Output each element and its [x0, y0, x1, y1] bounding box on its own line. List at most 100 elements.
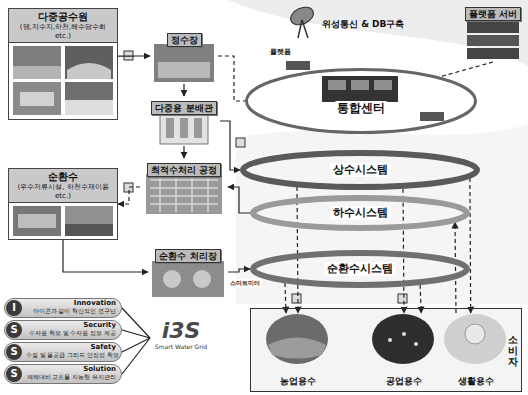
photo — [67, 63, 111, 79]
facility-box: 다중용 분배관 — [148, 96, 220, 146]
letter-circle: S — [6, 322, 22, 338]
photo — [13, 82, 61, 115]
connector — [122, 338, 150, 374]
consumer-photo: 생활용수 — [443, 313, 509, 387]
photo — [193, 270, 211, 288]
consumer-panel-ground — [250, 308, 522, 392]
ring-label: 하수시스템 — [330, 206, 391, 220]
ring-ellipse — [253, 253, 467, 285]
photo — [402, 332, 406, 336]
consumer-photos — [266, 314, 506, 364]
bar-text: Solution재해대비 고효율 지능형 유지관리 — [26, 365, 121, 381]
photo — [20, 92, 54, 106]
backdrop-swoosh — [228, 0, 528, 66]
dish — [288, 4, 317, 29]
system-ring: 통합센터 — [245, 68, 477, 134]
meter-icon — [236, 138, 245, 147]
pillar-bar: SSecurity수자원 확보 및 수자원 정보 제공 — [4, 320, 122, 340]
consumer-label: 농업용수 — [278, 376, 318, 387]
system-ring: 상수시스템 — [240, 150, 480, 190]
facility-box: 순환수 처리장 — [148, 244, 228, 300]
box-label: 플랫폼 서버 — [465, 7, 521, 21]
photo — [388, 338, 392, 342]
logo-mark: i3S — [150, 318, 212, 343]
meter-icon — [398, 294, 407, 303]
ring-ellipse — [247, 70, 476, 133]
header-strip: 다중공수원(댐,저수지,하천,해수담수화 etc.) — [9, 9, 117, 43]
source-examples: (우수저류시설, 하천수재이용 etc.) — [12, 183, 114, 200]
facility-box: 정수장 — [150, 28, 218, 84]
control-room — [322, 76, 398, 102]
photo — [374, 80, 392, 90]
bar-text: Innovation아이콘과 같이 혁신적인 연구단 — [26, 299, 121, 315]
photo — [414, 342, 418, 346]
connector — [228, 187, 250, 213]
connector — [183, 146, 184, 158]
connector — [218, 56, 245, 101]
source-box: 순환수(우수저류시설, 하천수재이용 etc.) — [8, 168, 118, 240]
connector — [469, 178, 471, 313]
connector — [118, 55, 150, 56]
photo — [158, 62, 210, 78]
annotation-label: 플랫폼 — [270, 47, 291, 57]
photo — [150, 176, 218, 212]
box-label: 정수장 — [167, 33, 202, 47]
meter-icon — [292, 294, 301, 303]
photo — [13, 66, 61, 79]
pillar-bar: SSafety수질 및 물공급 그리드 안정성 확보 — [4, 342, 122, 362]
server — [467, 22, 519, 33]
source-title: 다중공수원 — [12, 11, 114, 23]
pipe-drawing — [194, 118, 202, 138]
logo: i3SSmart Water Grid — [150, 318, 212, 358]
box-label: 다중용 분배관 — [151, 101, 216, 115]
system-ring: 하수시스템 — [250, 195, 470, 231]
connector — [403, 189, 404, 313]
bar-text: Security수자원 확보 및 수자원 정보 제공 — [26, 321, 121, 337]
consumer-panel: 소비자농업용수공업용수생활용수 — [250, 308, 522, 392]
pipe-drawing — [180, 118, 188, 138]
letter-circle: I — [6, 300, 22, 316]
ring-label: 순환수시스템 — [324, 262, 396, 276]
pipe-drawing — [160, 112, 208, 144]
connector — [63, 240, 148, 272]
bar-description: 재해대비 고효율 지능형 유지관리 — [26, 373, 116, 381]
meter-icon — [124, 51, 133, 60]
connector — [297, 187, 298, 313]
photo — [372, 314, 434, 364]
bar-description: 아이콘과 같이 혁신적인 연구단 — [26, 307, 116, 315]
server — [420, 112, 444, 121]
satellite-dish — [288, 4, 317, 38]
dish — [298, 20, 308, 38]
annotation-label: 위성통신 & DB구축 — [322, 18, 404, 31]
ring-label: 상수시스템 — [330, 163, 391, 177]
photo — [13, 206, 61, 236]
plant-photos — [146, 44, 224, 297]
facility-box: 플랫폼 서버 — [462, 2, 524, 62]
connector — [122, 330, 150, 338]
annotation-label: 스마트미터 — [229, 279, 261, 288]
bar-description: 수질 및 물공급 그리드 안정성 확보 — [26, 351, 116, 359]
photo — [444, 314, 506, 364]
connector — [122, 338, 150, 352]
photo — [146, 174, 222, 214]
connector — [440, 62, 493, 77]
consumer-label: 생활용수 — [456, 376, 496, 387]
photo — [163, 270, 181, 288]
facility-box: 최적수처리 공정 — [140, 158, 228, 216]
photo — [18, 214, 56, 228]
box-label: 최적수처리 공정 — [147, 163, 221, 177]
connector — [228, 269, 250, 272]
photo — [65, 100, 113, 115]
photo — [268, 338, 326, 359]
box-label: 순환수 처리장 — [155, 249, 220, 263]
photo — [152, 261, 224, 297]
source-photos — [13, 46, 113, 115]
backdrop-swoosh — [236, 124, 528, 304]
bar-heading: Safety — [26, 343, 116, 351]
photo — [266, 314, 328, 364]
letter-circle: S — [6, 366, 22, 382]
recycle-photos — [13, 206, 113, 236]
connector — [183, 84, 184, 96]
connector — [122, 308, 150, 338]
source-box: 다중공수원(댐,저수지,하천,해수담수화 etc.) — [8, 8, 118, 120]
